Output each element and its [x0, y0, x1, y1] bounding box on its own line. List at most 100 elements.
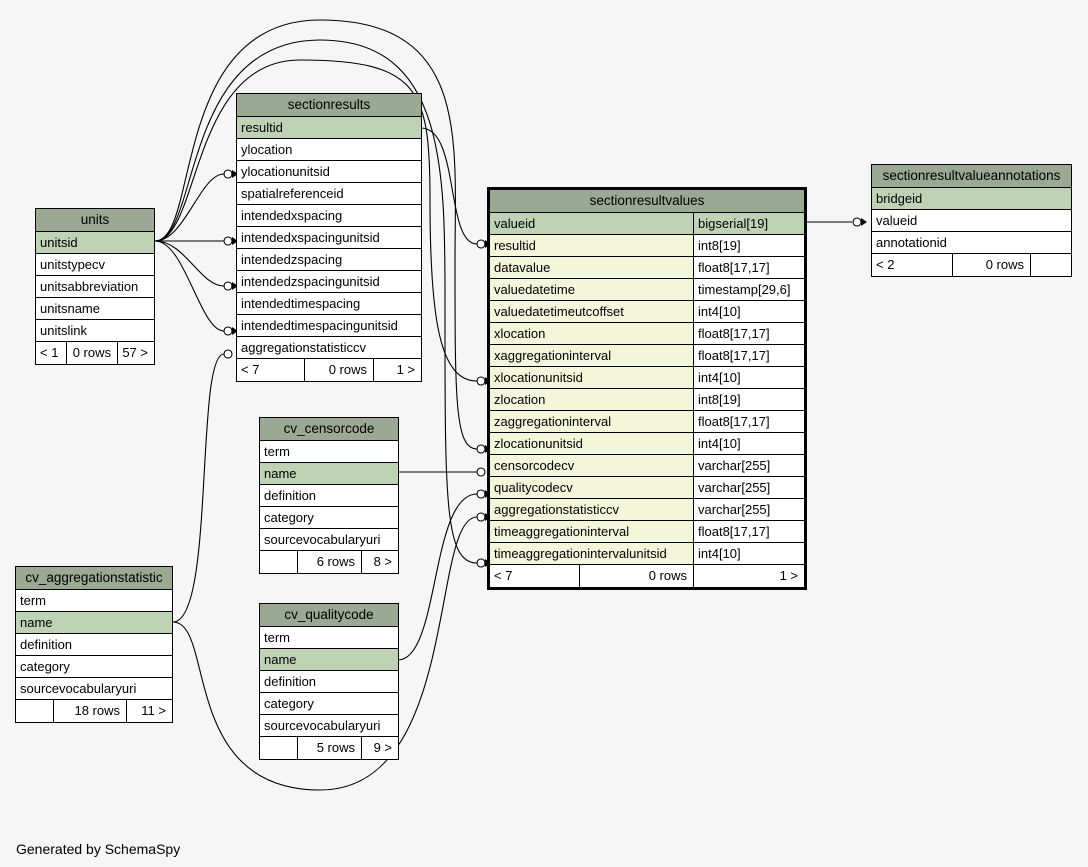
column-row[interactable]: timeaggregationintervalunitsid int4[10]	[490, 543, 804, 565]
link-units-xlocationunitsid	[154, 59, 478, 382]
column-row[interactable]: spatialreferenceid	[237, 183, 421, 205]
column-row[interactable]: name	[260, 649, 398, 671]
column-name: zlocationunitsid	[494, 436, 583, 451]
column-row[interactable]: definition	[16, 634, 172, 656]
column-row[interactable]: term	[16, 590, 172, 612]
parents-count[interactable]: < 7	[241, 362, 260, 377]
column-row[interactable]: name	[16, 612, 172, 634]
column-row[interactable]: term	[260, 441, 398, 463]
children-count[interactable]: 1 >	[693, 565, 804, 587]
column-row[interactable]: definition	[260, 671, 398, 693]
column-row[interactable]: category	[260, 693, 398, 715]
column-row[interactable]: unitsabbreviation	[36, 276, 154, 298]
column-row[interactable]: intendedxspacingunitsid	[237, 227, 421, 249]
table-footer: < 7 0 rows 1 >	[490, 565, 804, 587]
table-sectionresults[interactable]: sectionresults resultid ylocation ylocat…	[236, 93, 422, 382]
table-cv-qualitycode[interactable]: cv_qualitycode term name definition cate…	[259, 603, 399, 760]
column-row[interactable]: unitsname	[36, 298, 154, 320]
parents-count[interactable]: < 2	[876, 257, 895, 272]
column-name: unitstypecv	[40, 257, 106, 272]
parents-count[interactable]: < 7	[494, 568, 513, 583]
column-row[interactable]: aggregationstatisticcv	[237, 337, 421, 359]
column-name: category	[264, 696, 314, 711]
column-row[interactable]: sourcevocabularyuri	[260, 529, 398, 551]
table-title: sectionresultvalues	[490, 190, 804, 213]
column-name: unitsid	[40, 235, 78, 250]
column-name: unitslink	[40, 323, 87, 338]
column-row[interactable]: valueid	[872, 210, 1071, 232]
parents-count[interactable]: < 1	[40, 345, 59, 360]
table-cv-censorcode[interactable]: cv_censorcode term name definition categ…	[259, 417, 399, 574]
column-row[interactable]: name	[260, 463, 398, 485]
column-row[interactable]: bridgeid	[872, 188, 1071, 210]
column-type: int4[10]	[693, 543, 804, 564]
children-count[interactable]: 9 >	[361, 737, 398, 759]
column-row[interactable]: intendedtimespacingunitsid	[237, 315, 421, 337]
column-row[interactable]: sourcevocabularyuri	[16, 678, 172, 700]
column-type: varchar[255]	[693, 477, 804, 498]
column-row[interactable]: ylocation	[237, 139, 421, 161]
column-name: aggregationstatisticcv	[494, 502, 620, 517]
column-row[interactable]: category	[260, 507, 398, 529]
column-row[interactable]: term	[260, 627, 398, 649]
table-cv-aggregationstatistic[interactable]: cv_aggregationstatistic term name defini…	[15, 566, 173, 723]
column-name: resultid	[494, 238, 536, 253]
column-name: datavalue	[494, 260, 551, 275]
column-row[interactable]: intendedxspacing	[237, 205, 421, 227]
children-count[interactable]	[1030, 254, 1071, 276]
column-name: term	[264, 444, 290, 459]
children-count[interactable]: 1 >	[373, 359, 421, 381]
table-footer: < 1 0 rows 57 >	[36, 342, 154, 364]
table-units[interactable]: units unitsid unitstypecv unitsabbreviat…	[35, 208, 155, 365]
column-row[interactable]: sourcevocabularyuri	[260, 715, 398, 737]
column-row[interactable]: ylocationunitsid	[237, 161, 421, 183]
column-row[interactable]: category	[16, 656, 172, 678]
column-name: definition	[264, 488, 317, 503]
table-footer: < 2 0 rows	[872, 254, 1071, 276]
column-name: valuedatetime	[494, 282, 575, 297]
column-row[interactable]: annotationid	[872, 232, 1071, 254]
parents-count[interactable]	[260, 737, 297, 759]
column-name: timeaggregationintervalunitsid	[494, 546, 667, 561]
column-row[interactable]: unitsid	[36, 232, 154, 254]
column-row[interactable]: intendedzspacingunitsid	[237, 271, 421, 293]
children-count[interactable]: 11 >	[126, 700, 172, 722]
row-count: 18 rows	[53, 700, 126, 722]
table-sectionresultvalueannotations[interactable]: sectionresultvalueannotations bridgeid v…	[871, 164, 1072, 277]
column-row[interactable]: resultid	[237, 117, 421, 139]
parents-count[interactable]	[260, 551, 297, 573]
column-row[interactable]: intendedtimespacing	[237, 293, 421, 315]
row-count: 0 rows	[66, 342, 117, 364]
row-count: 5 rows	[297, 737, 361, 759]
column-name: category	[20, 659, 70, 674]
parents-count[interactable]	[16, 700, 53, 722]
table-footer: 6 rows 8 >	[260, 551, 398, 573]
column-row[interactable]: valuedatetime timestamp[29,6]	[490, 279, 804, 301]
column-row[interactable]: definition	[260, 485, 398, 507]
column-row[interactable]: unitslink	[36, 320, 154, 342]
column-row[interactable]: unitstypecv	[36, 254, 154, 276]
column-name: term	[264, 630, 290, 645]
column-name: valueid	[876, 213, 918, 228]
children-count[interactable]: 57 >	[117, 342, 154, 364]
column-type: timestamp[29,6]	[693, 279, 804, 300]
column-row[interactable]: intendedzspacing	[237, 249, 421, 271]
link-aggstat-values	[172, 516, 478, 791]
children-count[interactable]: 8 >	[361, 551, 398, 573]
